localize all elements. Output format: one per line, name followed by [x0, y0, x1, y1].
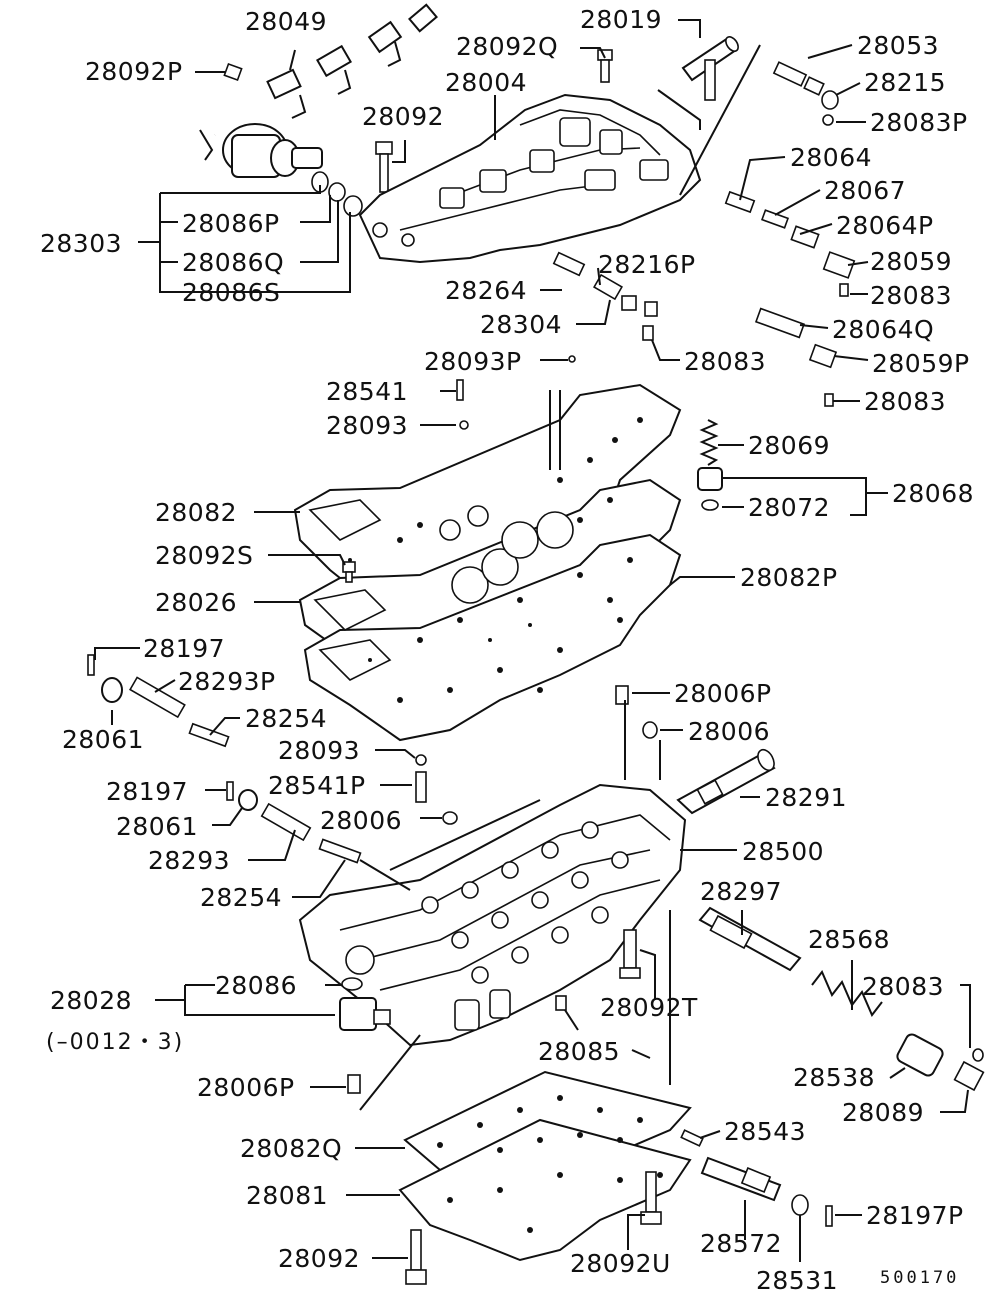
label-28082p: 28082P: [740, 563, 838, 592]
label-28067: 28067: [824, 176, 906, 205]
label-28061-b: 28061: [116, 812, 198, 841]
label-28082: 28082: [155, 498, 237, 527]
lower-plate-stack: [398, 1070, 692, 1262]
label-28006p-b: 28006P: [197, 1073, 295, 1102]
label-28304: 28304: [480, 310, 562, 339]
label-28006-b: 28006: [320, 806, 402, 835]
label-28064q: 28064Q: [832, 315, 934, 344]
label-28064p: 28064P: [836, 211, 934, 240]
screw-part: [342, 561, 356, 583]
label-28083-c: 28083: [864, 387, 946, 416]
upper-valve-small-parts: [552, 61, 856, 407]
label-28072: 28072: [748, 493, 830, 522]
label-28059: 28059: [870, 247, 952, 276]
label-28254-a: 28254: [245, 704, 327, 733]
label-28500: 28500: [742, 837, 824, 866]
part-labels: 28049 28092P 28019 28092Q 28053 28004 28…: [40, 5, 974, 1295]
label-28297: 28297: [700, 877, 782, 906]
separating-plate-stack: [293, 383, 682, 742]
part-drawings: [87, 3, 985, 1285]
label-28006-a: 28006: [688, 717, 770, 746]
label-28092p: 28092P: [85, 57, 183, 86]
label-28083-b: 28083: [684, 347, 766, 376]
label-28197-b: 28197: [106, 777, 188, 806]
label-28089: 28089: [842, 1098, 924, 1127]
label-28059p: 28059P: [872, 349, 970, 378]
solenoid-part: [222, 123, 363, 217]
label-28291: 28291: [765, 783, 847, 812]
label-28004: 28004: [445, 68, 527, 97]
label-28541p: 28541P: [268, 771, 366, 800]
bolt-parts: [223, 49, 613, 193]
check-ball-parts: [456, 355, 576, 430]
label-28568: 28568: [808, 925, 890, 954]
label-28531: 28531: [756, 1266, 838, 1295]
leader-lines: [94, 19, 971, 1262]
label-28538: 28538: [793, 1063, 875, 1092]
label-28053: 28053: [857, 31, 939, 60]
label-28083-a: 28083: [870, 281, 952, 310]
left-valve-parts: [87, 654, 458, 864]
label-28264: 28264: [445, 276, 527, 305]
label-28093-b: 28093: [278, 736, 360, 765]
label-28215: 28215: [864, 68, 946, 97]
label-28216p: 28216P: [598, 250, 696, 279]
label-28543: 28543: [724, 1117, 806, 1146]
label-28069: 28069: [748, 431, 830, 460]
label-28083-d: 28083: [862, 972, 944, 1001]
sensor-part: [339, 977, 391, 1031]
label-28303: 28303: [40, 229, 122, 258]
serial-note: (–0012・3): [46, 1030, 184, 1055]
label-28006p-a: 28006P: [674, 679, 772, 708]
label-28092s: 28092S: [155, 541, 253, 570]
label-28093-a: 28093: [326, 411, 408, 440]
label-28254-b: 28254: [200, 883, 282, 912]
label-28068: 28068: [892, 479, 974, 508]
label-28092-lower: 28092: [278, 1244, 360, 1273]
lower-valve-body-part: [298, 783, 687, 1047]
label-28061-a: 28061: [62, 725, 144, 754]
label-28092q: 28092Q: [456, 32, 558, 61]
upper-valve-body-part: [358, 93, 702, 264]
label-28092u: 28092U: [570, 1249, 671, 1278]
label-28086p: 28086P: [182, 209, 280, 238]
label-28092-upper: 28092: [362, 102, 444, 131]
label-28197-a: 28197: [143, 634, 225, 663]
label-28293p: 28293P: [178, 667, 276, 696]
right-valve-part: [676, 748, 776, 815]
label-28086: 28086: [215, 971, 297, 1000]
figure-code: 500170: [880, 1268, 959, 1288]
label-28083p: 28083P: [870, 108, 968, 137]
label-28086q: 28086Q: [182, 248, 284, 277]
label-28082q: 28082Q: [240, 1134, 342, 1163]
bottom-bolt-parts: [405, 1171, 662, 1285]
label-28026: 28026: [155, 588, 237, 617]
label-28049: 28049: [245, 7, 327, 36]
pin-parts: [347, 685, 658, 1094]
pipe-part: [681, 36, 739, 101]
label-28081: 28081: [246, 1181, 328, 1210]
wire-harness-part: [199, 3, 438, 161]
label-28092t: 28092T: [600, 993, 698, 1022]
label-28019: 28019: [580, 5, 662, 34]
label-28064: 28064: [790, 143, 872, 172]
bolt-t-part: [619, 929, 641, 979]
label-28197p: 28197P: [866, 1201, 964, 1230]
right-lower-valve-parts: [698, 906, 985, 1092]
label-28572: 28572: [700, 1229, 782, 1258]
label-28541: 28541: [326, 377, 408, 406]
label-28085: 28085: [538, 1037, 620, 1066]
label-28028: 28028: [50, 986, 132, 1015]
label-28086s: 28086S: [182, 278, 280, 307]
label-28093p: 28093P: [424, 347, 522, 376]
label-28293: 28293: [148, 846, 230, 875]
damper-part: [697, 419, 723, 511]
